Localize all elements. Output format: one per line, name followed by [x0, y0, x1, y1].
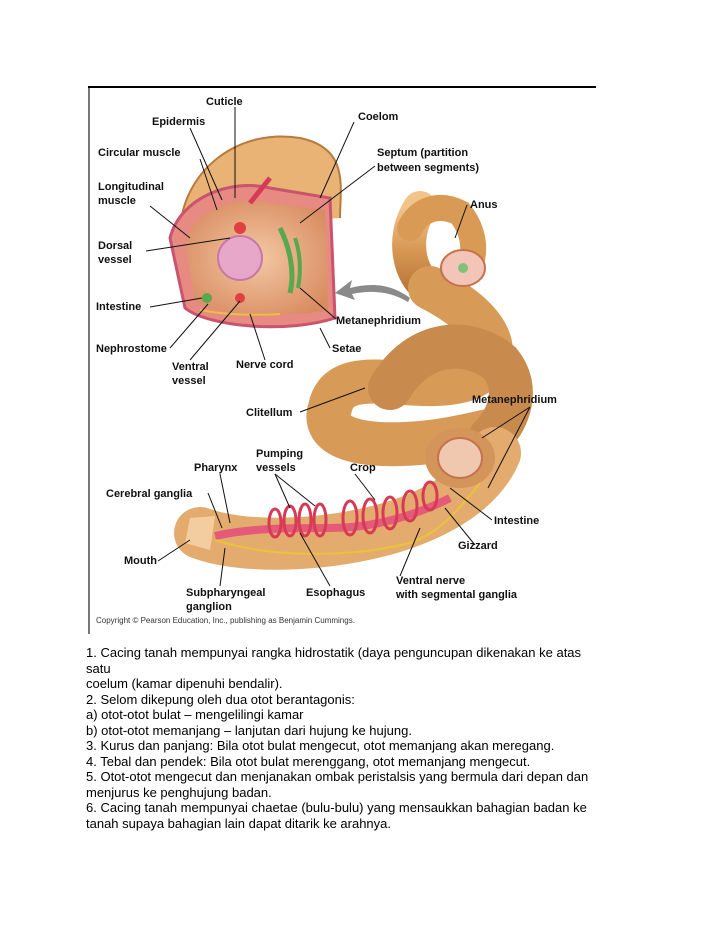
text-line: b) otot-otot memanjang – lanjutan dari h…: [86, 722, 412, 738]
label-gizzard: Gizzard: [458, 540, 498, 552]
label-circular-muscle: Circular muscle: [98, 147, 181, 159]
label-pharynx: Pharynx: [194, 462, 238, 474]
label-ventral-nerve-1: Ventral nerve: [396, 575, 465, 587]
text-line: 4. Tebal dan pendek: Bila otot bulat mer…: [86, 753, 531, 769]
text-line: 5. Otot-otot mengecut dan menjanakan omb…: [86, 769, 589, 784]
text-line: a) otot-otot bulat – mengelilingi kamar: [86, 707, 304, 722]
notes-text: 1. Cacing tanah mempunyai rangka hidrost…: [86, 645, 686, 831]
text-line: 6. Cacing tanah mempunyai chaetae (bulu-…: [86, 800, 587, 815]
label-septum-1: Septum (partition: [377, 147, 468, 159]
label-anus: Anus: [470, 199, 498, 211]
figure-left-border: [88, 88, 90, 634]
label-ventral-1: Ventral: [172, 361, 209, 373]
label-nephrostome: Nephrostome: [96, 343, 167, 355]
label-nerve-cord: Nerve cord: [236, 359, 293, 371]
leader-lines: [145, 107, 531, 587]
copyright-note: Copyright © Pearson Education, Inc., pub…: [96, 616, 355, 625]
label-epidermis: Epidermis: [152, 116, 205, 128]
cross-section: [168, 135, 342, 329]
posterior-section: [397, 195, 487, 291]
label-clitellum: Clitellum: [246, 407, 293, 419]
section-arrow: [335, 280, 410, 302]
label-longitudinal-2: muscle: [98, 195, 136, 207]
label-subpharyngeal-2: ganglion: [186, 601, 232, 613]
label-subpharyngeal-1: Subpharyngeal: [186, 587, 265, 599]
top-rule: [88, 86, 596, 88]
label-coelom: Coelom: [358, 111, 399, 123]
text-line: 1. Cacing tanah mempunyai rangka hidrost…: [86, 645, 582, 660]
label-septum-2: between segments): [377, 162, 479, 174]
label-setae: Setae: [332, 343, 361, 355]
label-cerebral-ganglia: Cerebral ganglia: [106, 488, 193, 500]
text-line: satu: [86, 660, 111, 676]
internal-organs: [214, 480, 481, 555]
text-line: 3. Kurus dan panjang: Bila otot bulat me…: [86, 738, 555, 753]
earthworm-anatomy-figure: Cuticle Epidermis Coelom Circular muscle…: [96, 96, 557, 625]
label-pumping-2: vessels: [256, 462, 296, 474]
label-dorsal-2: vessel: [98, 254, 132, 266]
label-longitudinal-1: Longitudinal: [98, 181, 164, 193]
label-metanephridium-top: Metanephridium: [336, 315, 421, 327]
label-crop: Crop: [350, 462, 376, 474]
label-pumping-1: Pumping: [256, 448, 303, 460]
figure-labels: Cuticle Epidermis Coelom Circular muscle…: [96, 96, 557, 625]
label-mouth: Mouth: [124, 555, 157, 567]
text-line: tanah supaya bahagian lain dapat ditarik…: [86, 815, 391, 831]
label-dorsal-1: Dorsal: [98, 240, 132, 252]
label-ventral-nerve-2: with segmental ganglia: [395, 589, 518, 601]
text-line: 2. Selom dikepung oleh dua otot berantag…: [86, 691, 355, 707]
label-intestine-bottom: Intestine: [494, 515, 539, 527]
text-line: menjurus ke penghujung badan.: [86, 784, 272, 800]
label-metanephridium-right: Metanephridium: [472, 394, 557, 406]
text-line: coelum (kamar dipenuhi bendalir).: [86, 676, 283, 691]
label-cuticle: Cuticle: [206, 96, 243, 108]
label-intestine-top: Intestine: [96, 301, 141, 313]
label-esophagus: Esophagus: [306, 587, 365, 599]
label-ventral-2: vessel: [172, 375, 206, 387]
